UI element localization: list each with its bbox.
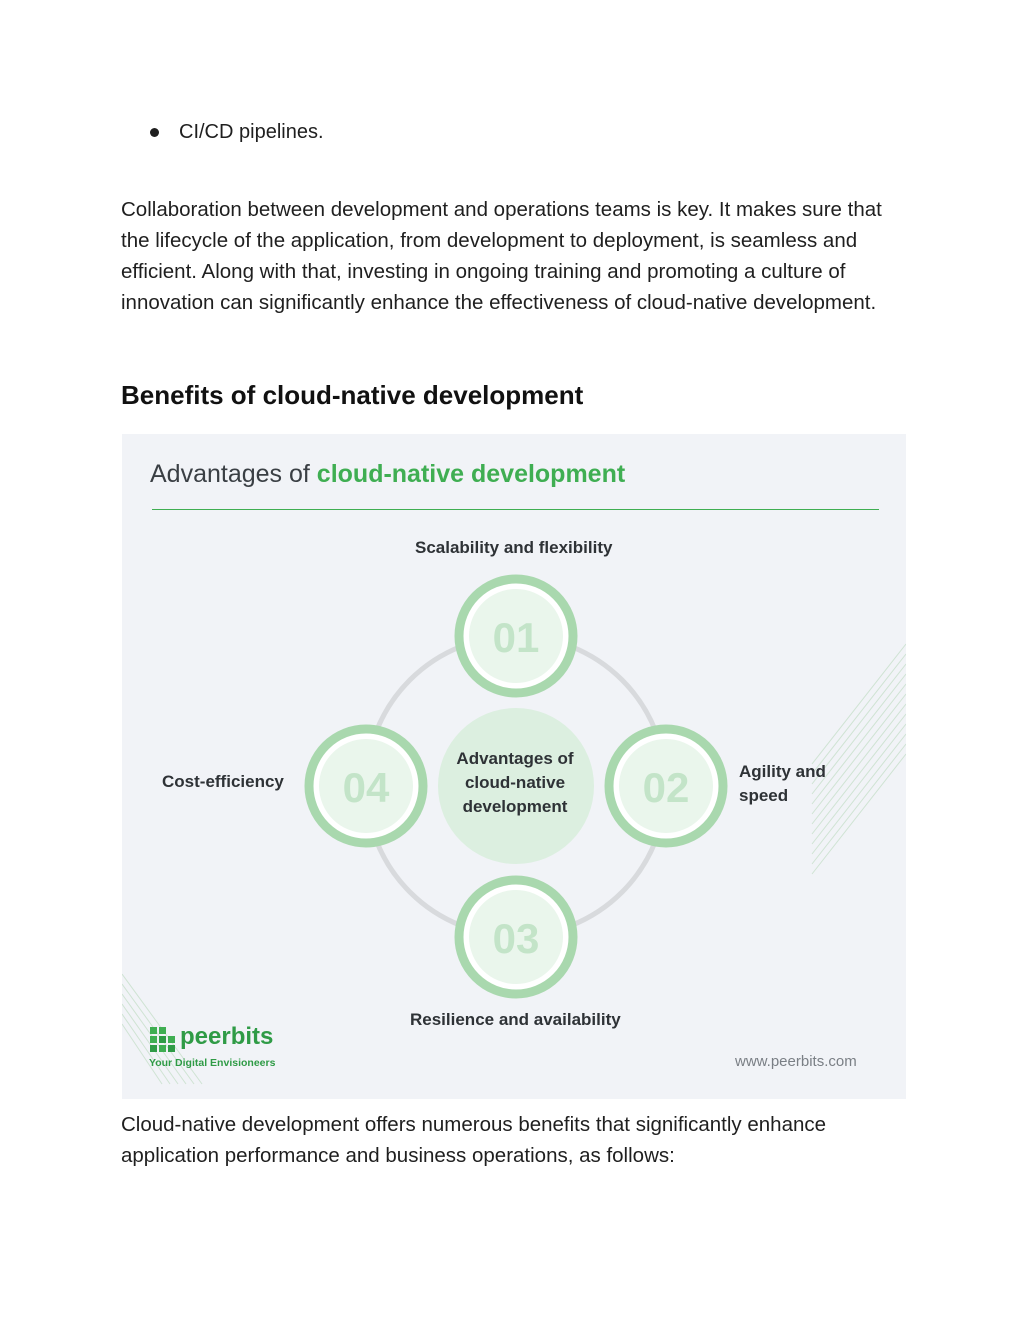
infographic-title: Advantages of cloud-native development <box>150 460 625 489</box>
logo-wordmark: peerbits <box>180 1023 274 1050</box>
title-plain: Advantages of <box>150 460 317 488</box>
label-cost: Cost-efficiency <box>162 772 284 791</box>
label-scalability: Scalability and flexibility <box>415 538 613 557</box>
benefits-paragraph: Cloud-native development offers numerous… <box>121 1113 827 1167</box>
bullet-dot <box>150 128 159 137</box>
logo-tagline: Your Digital Envisioneers <box>149 1057 276 1069</box>
node-01: 01 <box>454 574 578 698</box>
label-resilience: Resilience and availability <box>410 1010 621 1029</box>
node-number: 01 <box>493 614 540 661</box>
label-agility: Agility and speed <box>739 762 826 805</box>
node-number: 04 <box>343 764 390 811</box>
bullet-item: CI/CD pipelines. <box>150 121 324 144</box>
title-accent: cloud-native development <box>316 460 626 488</box>
infographic: 01 02 03 04 Advantages of cloud-native d… <box>122 434 906 1099</box>
node-number: 02 <box>643 764 690 811</box>
node-02: 02 <box>604 724 728 848</box>
node-04: 04 <box>304 724 428 848</box>
diagram-graphic: 01 02 03 04 <box>122 574 906 1085</box>
bullet-text: CI/CD pipelines. <box>179 121 324 143</box>
title-divider <box>152 509 879 510</box>
node-03: 03 <box>454 875 578 999</box>
center-label: Advantages of cloud-native development <box>456 749 574 816</box>
center-circle <box>438 708 594 864</box>
section-heading: Benefits of cloud-native development <box>121 380 584 410</box>
website-url: www.peerbits.com <box>735 1053 857 1070</box>
peerbits-logo-icon <box>150 1027 175 1052</box>
node-number: 03 <box>493 915 540 962</box>
intro-paragraph: Collaboration between development and op… <box>121 198 882 314</box>
